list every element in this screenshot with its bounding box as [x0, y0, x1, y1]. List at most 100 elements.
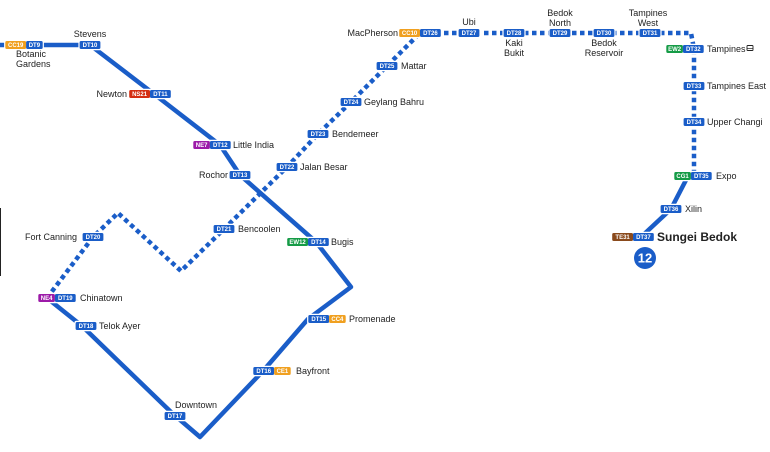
station-downtown[interactable]: DT17	[163, 410, 187, 422]
station-botanic-gardens[interactable]: CC19 DT9	[4, 39, 44, 51]
station-code: CG1	[676, 174, 689, 180]
station-code: TE31	[615, 235, 630, 241]
station-code: DT31	[643, 31, 658, 37]
station-code: CE1	[277, 369, 289, 375]
station-code: DT30	[597, 31, 612, 37]
station-bendemeer[interactable]: DT23	[306, 128, 330, 140]
station-bencoolen[interactable]: DT21	[212, 223, 236, 235]
station-code-pill	[164, 412, 186, 420]
station-code: CC10	[402, 31, 418, 37]
station-label: Xilin	[685, 204, 702, 214]
station-tampines[interactable]: EW2 DT32	[665, 43, 705, 55]
station-code: DT15	[311, 317, 326, 323]
station-sungei-bedok[interactable]: TE31 DT37	[611, 231, 655, 243]
station-label: Little India	[233, 140, 274, 150]
station-code: CC4	[331, 317, 344, 323]
station-code: DT9	[29, 43, 41, 49]
station-code-pill	[276, 163, 298, 171]
station-label: Tampines	[707, 44, 746, 54]
station-code: DT21	[217, 227, 232, 233]
station-code-pill	[274, 367, 291, 375]
station-label: Telok Ayer	[99, 321, 140, 331]
station-expo[interactable]: CG1 DT35	[673, 170, 713, 182]
station-code-pill	[150, 90, 171, 98]
station-bedok-reservoir[interactable]: DT30	[592, 27, 616, 39]
station-label: Chinatown	[80, 293, 123, 303]
station-bedok-north[interactable]: DT29	[548, 27, 572, 39]
station-xilin[interactable]: DT36	[659, 203, 683, 215]
station-upper-changi[interactable]: DT34	[682, 116, 706, 128]
station-label: MacPherson	[347, 28, 398, 38]
station-promenade[interactable]: DT15 CC4	[307, 313, 347, 325]
station-code-pill	[683, 118, 705, 126]
station-ubi[interactable]: DT27	[457, 27, 481, 39]
station-code: DT10	[83, 43, 98, 49]
station-label: Upper Changi	[707, 117, 763, 127]
station-code-pill	[593, 29, 615, 37]
station-code: DT35	[694, 174, 709, 180]
station-label: Bayfront	[296, 366, 330, 376]
station-code: DT16	[256, 369, 271, 375]
station-code-pill	[340, 98, 362, 106]
station-code: DT22	[280, 165, 295, 171]
station-mattar[interactable]: DT25	[375, 60, 399, 72]
station-label: Newton	[96, 89, 127, 99]
station-code-pill	[229, 171, 251, 179]
station-code-pill	[503, 29, 525, 37]
station-code-pill	[5, 41, 27, 49]
station-geylang-bahru[interactable]: DT24	[339, 96, 363, 108]
station-code-pill	[612, 233, 633, 241]
station-label: Bugis	[331, 237, 354, 247]
station-code-pill	[420, 29, 441, 37]
station-code-pill	[674, 172, 691, 180]
station-code-pill	[660, 205, 682, 213]
station-jalan-besar[interactable]: DT22	[275, 161, 299, 173]
station-code-pill	[666, 45, 683, 53]
station-label: Bendemeer	[332, 129, 379, 139]
station-code-pill	[376, 62, 398, 70]
station-tampines-east[interactable]: DT33	[682, 80, 706, 92]
station-code-pill	[129, 90, 150, 98]
station-code: DT33	[687, 84, 702, 90]
line-number-text: 12	[638, 251, 652, 266]
station-label: Sungei Bedok	[657, 230, 737, 244]
station-code-pill	[253, 367, 275, 375]
station-code: DT34	[687, 120, 702, 126]
station-code-pill	[308, 238, 329, 246]
station-code: DT37	[636, 235, 651, 241]
station-code: DT29	[553, 31, 568, 37]
station-stevens[interactable]: DT10	[78, 39, 102, 51]
station-code-pill	[54, 294, 76, 302]
station-code: DT32	[686, 47, 701, 53]
station-code: EW2	[668, 47, 682, 53]
station-code: NE4	[41, 296, 53, 302]
line-number-circle	[634, 247, 656, 269]
station-rochor[interactable]: DT13	[228, 169, 252, 181]
station-fort-canning[interactable]: DT20	[81, 231, 105, 243]
station-code: DT24	[344, 100, 359, 106]
station-code-pill	[690, 172, 712, 180]
station-code-pill	[307, 130, 329, 138]
station-bayfront[interactable]: DT16 CE1	[252, 365, 292, 377]
station-tampines-west[interactable]: DT31	[638, 27, 662, 39]
station-telok-ayer[interactable]: DT18	[74, 320, 98, 332]
station-label: Promenade	[349, 314, 396, 324]
station-label: Rochor	[199, 170, 228, 180]
station-code-pill	[82, 233, 104, 241]
station-kaki-bukit[interactable]: DT28	[502, 27, 526, 39]
station-code: CC19	[8, 43, 24, 49]
station-code-pill	[308, 315, 330, 323]
station-label: Stevens	[74, 29, 107, 39]
